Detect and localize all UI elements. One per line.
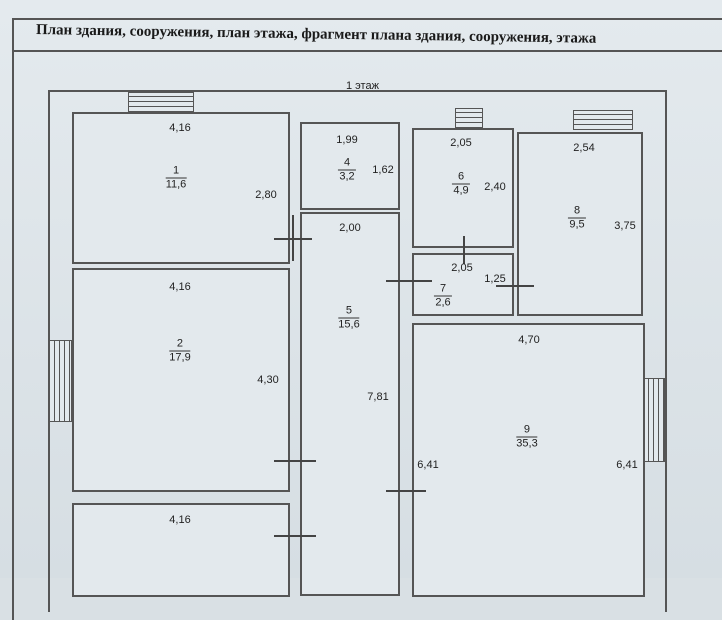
room-area: 15,6 bbox=[338, 318, 360, 331]
room-8 bbox=[517, 132, 643, 316]
room-area: 11,6 bbox=[165, 178, 187, 191]
room-area: 35,3 bbox=[516, 437, 538, 450]
room-6-height: 2,40 bbox=[484, 181, 506, 193]
room-9 bbox=[412, 323, 645, 597]
room-1 bbox=[72, 112, 290, 264]
room-number: 7 bbox=[433, 283, 453, 297]
room-5-height: 7,81 bbox=[367, 391, 389, 403]
door-mark bbox=[274, 535, 316, 537]
room-number: 5 bbox=[338, 305, 360, 319]
window bbox=[49, 340, 72, 422]
room-6-width: 2,05 bbox=[450, 137, 472, 149]
room-6 bbox=[412, 128, 514, 248]
door-mark bbox=[463, 236, 465, 264]
room-number: 1 bbox=[165, 165, 187, 179]
room-number: 2 bbox=[169, 338, 191, 352]
room-1-width: 4,16 bbox=[169, 122, 191, 134]
heading-row bbox=[12, 18, 722, 52]
room-4 bbox=[300, 122, 400, 210]
room-3-width: 4,16 bbox=[169, 514, 191, 526]
window bbox=[455, 108, 483, 128]
room-area: 4,9 bbox=[453, 184, 469, 197]
room-4-height: 1,62 bbox=[372, 164, 394, 176]
door-mark bbox=[386, 490, 426, 492]
room-area: 2,6 bbox=[435, 296, 451, 309]
room-5 bbox=[300, 212, 400, 596]
room-number: 6 bbox=[451, 171, 471, 185]
room-8-width: 2,54 bbox=[573, 142, 595, 154]
document-frame bbox=[12, 18, 722, 620]
room-area: 9,5 bbox=[569, 218, 585, 231]
window bbox=[573, 110, 633, 130]
room-1-height: 2,80 bbox=[255, 189, 277, 201]
window bbox=[643, 378, 665, 462]
door-mark bbox=[292, 215, 294, 261]
room-9-width: 4,70 bbox=[518, 334, 540, 346]
room-9-height-left: 6,41 bbox=[417, 459, 439, 471]
room-2-width: 4,16 bbox=[169, 281, 191, 293]
window bbox=[128, 92, 194, 112]
door-mark bbox=[274, 460, 316, 462]
room-5-width: 2,00 bbox=[339, 222, 361, 234]
room-9-height-right: 6,41 bbox=[616, 459, 638, 471]
door-mark bbox=[496, 285, 534, 287]
room-7-width: 2,05 bbox=[451, 262, 473, 274]
room-area: 17,9 bbox=[169, 351, 191, 364]
room-number: 8 bbox=[567, 205, 587, 219]
room-8-height: 3,75 bbox=[614, 220, 636, 232]
room-2 bbox=[72, 268, 290, 492]
floor-label: 1 этаж bbox=[346, 80, 379, 92]
room-4-width: 1,99 bbox=[336, 134, 358, 146]
room-7-height: 1,25 bbox=[484, 273, 506, 285]
room-area: 3,2 bbox=[339, 170, 355, 183]
room-number: 4 bbox=[337, 157, 357, 171]
room-2-height: 4,30 bbox=[257, 374, 279, 386]
room-number: 9 bbox=[516, 424, 538, 438]
door-mark bbox=[386, 280, 432, 282]
